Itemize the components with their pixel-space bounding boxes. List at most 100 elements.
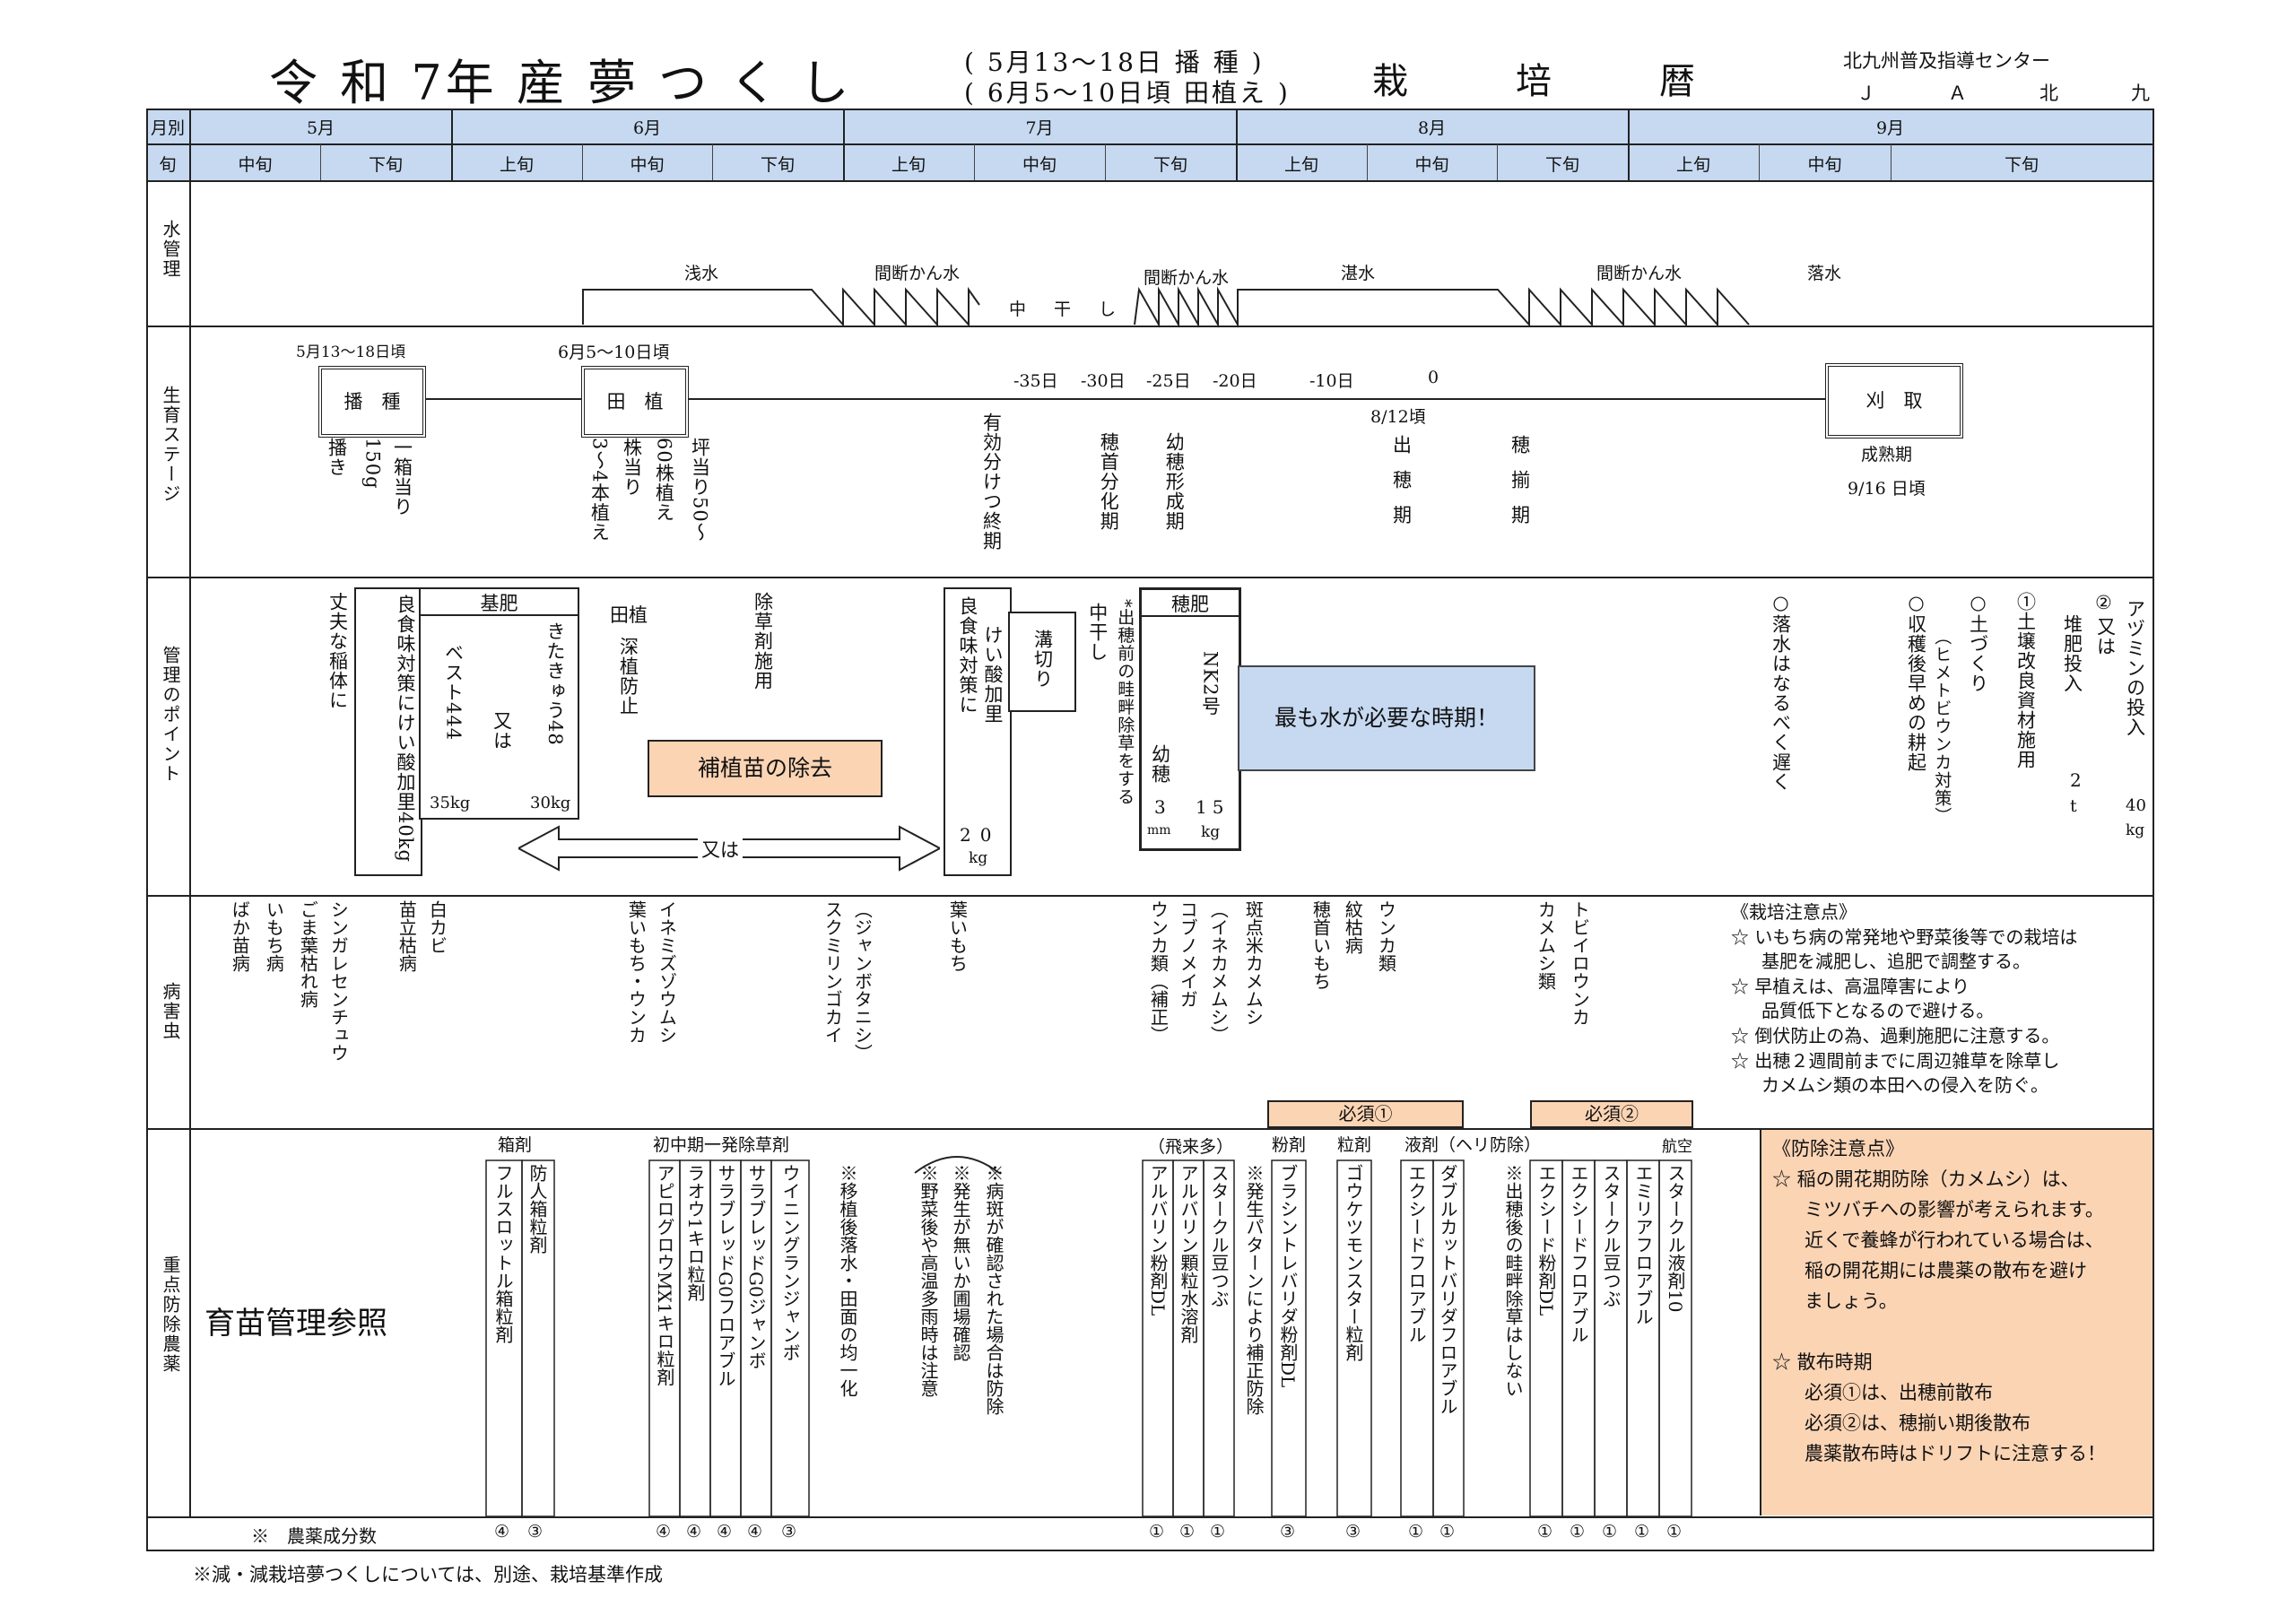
harvest-stage-label: 刈 取: [1866, 390, 1923, 412]
planting-note-d: 坪当り50～: [689, 438, 711, 543]
water-level-diagram: [582, 286, 1750, 328]
control-note-4: 稲の開花期には農薬の散布を避け: [1805, 1260, 2087, 1282]
control-note-10: 農薬散布時はドリフトに注意する！: [1805, 1443, 2106, 1465]
base-fertilizer-b: ベスト444: [442, 643, 465, 742]
chem-starkle-mametsubu-2: スタークル豆つぶ: [1600, 1164, 1622, 1307]
herbicide-application: 除草剤施用: [752, 592, 774, 690]
note-no-levee-weeding: ※出穂後の畦畔除草はしない: [1502, 1164, 1524, 1397]
cultivation-notes-title: 《栽培注意点》: [1731, 901, 1857, 923]
pest-seedling-blight: 苗立枯病: [396, 900, 418, 972]
or-label: 又は: [698, 836, 743, 863]
decade-7-early: 上旬: [891, 155, 926, 175]
full-heading-stage: 穂揃期: [1509, 435, 1531, 540]
pest-white-mold: 白カビ: [426, 900, 448, 954]
pest-brown-planthopper: トビイロウンカ: [1569, 900, 1591, 1026]
soil-option-2-or: 又は: [2094, 617, 2117, 656]
countdown-30: -30日: [1081, 371, 1126, 391]
countdown-20: -20日: [1213, 371, 1257, 391]
aerial-note: （飛来多）: [1148, 1137, 1234, 1157]
pest-neck-blast: 穂首いもち: [1309, 900, 1332, 990]
cultivation-note-3: ☆ 倒伏防止の為、過剰施肥に注意する。: [1731, 1024, 2060, 1046]
countdown-25: -25日: [1146, 371, 1191, 391]
maturity-label: 成熟期: [1861, 445, 1913, 465]
base-fertilizer-or: 又は: [491, 711, 513, 751]
cultivation-note-1: ☆ いもち病の常発地や野菜後等での栽培は: [1731, 925, 2078, 948]
top-dressing-box: 穂肥 NK2号 幼穂 3 mm 15 kg: [1139, 587, 1241, 851]
decade-5-mid: 中旬: [238, 155, 273, 175]
note-vegetable-caution: ※野菜後や高温多雨時は注意: [918, 1164, 939, 1397]
ingredient-mark: ④: [656, 1522, 672, 1541]
sowing-stage-label: 播 種: [344, 391, 401, 413]
ingredient-mark: ①: [1408, 1522, 1424, 1541]
organization-ja: Ｊ Ａ 北 九: [1857, 83, 2177, 104]
control-note-1: ☆ 稲の開花期防除（カメムシ）は、: [1772, 1168, 2080, 1191]
trench-label: 溝切り: [1031, 630, 1054, 689]
ingredient-mark: ①: [1439, 1522, 1456, 1541]
countdown-0: 0: [1428, 368, 1439, 387]
decade-9-early: 上旬: [1675, 155, 1710, 175]
pest-bakanae: ばか苗病: [229, 900, 251, 972]
ingredient-mark: ①: [1634, 1522, 1650, 1541]
ingredient-mark: ③: [1345, 1522, 1361, 1541]
decade-6-mid: 中旬: [630, 155, 665, 175]
heading-stage: 出穂期: [1390, 435, 1413, 540]
pest-jumbo-snail: （ジャンボタニシ）: [851, 900, 874, 1062]
cultivation-note-4: ☆ 出穂２週間前までに周辺雑草を除草し: [1731, 1049, 2060, 1072]
deep-planting-prevention: 深植防止: [617, 637, 639, 716]
effective-tiller-stage: 有効分けつ終期: [980, 413, 1003, 551]
soil-option-2: ②: [2095, 592, 2112, 613]
midseason-drainage-point: 中干し: [1086, 603, 1109, 662]
required-2-badge: 必須②: [1530, 1100, 1693, 1128]
chem-starkle-liquid: スタークル液剤10: [1665, 1164, 1686, 1313]
note-correction-control: ※発生パターンにより補正防除: [1243, 1164, 1265, 1415]
pest-leaf-folder: コブノメイガ: [1177, 900, 1199, 1008]
top-dressing-title: 穂肥: [1142, 590, 1239, 617]
compost-amount: 2: [2070, 769, 2082, 791]
sowing-period: ( 5月13～18日 播 種 ): [964, 48, 1265, 77]
cultivation-notes: 《栽培注意点》 ☆ いもち病の常発地や野菜後等での栽培は 基肥を減肥し、追肥で調…: [1731, 900, 2077, 1099]
box-agent-label: 箱剤: [498, 1135, 533, 1155]
water-flood: 湛水: [1341, 264, 1376, 283]
ingredient-mark: ④: [494, 1522, 510, 1541]
chem-exceed-flowable-1: エクシードフロアブル: [1405, 1164, 1427, 1343]
base-fertilizer-a: きたきゅう48: [544, 621, 566, 746]
base-fertilizer-box: 基肥 きたきゅう48 又は ベスト444 35kg 30kg: [419, 587, 579, 820]
early-plow-sub: （ヒメトビウンカ対策）: [1932, 628, 1952, 825]
top-dressing-mm: 3: [1154, 796, 1166, 818]
pest-rice-water-weevil: イネミズゾウムシ: [656, 900, 678, 1044]
pest-leaf-blast-planthopper: 葉いもち・ウンカ: [625, 900, 648, 1044]
nursery-reference: 育苗管理参照: [204, 1306, 387, 1342]
organization-center: 北九州普及指導センター: [1843, 50, 2050, 72]
pest-rice-stink-bug: （イネカメムシ）: [1207, 900, 1230, 1044]
liquid-label: 液剤（ヘリ防除）: [1405, 1135, 1542, 1155]
decade-5-late: 下旬: [368, 155, 403, 175]
pest-leaf-blast: 葉いもち: [946, 900, 969, 972]
planting-note-a: 3～4本植え: [588, 438, 611, 543]
water-intermittent-3: 間断かん水: [1596, 264, 1683, 283]
herbicide-group-label: 初中期一発除草剤: [653, 1135, 790, 1155]
soil-building: ○土づくり: [1967, 592, 1989, 693]
chem-albarin-powder: アルバリン粉剤DL: [1147, 1164, 1169, 1316]
top-dressing-kg-unit: kg: [1201, 823, 1221, 841]
silica-note-1: 良食味対策にけい酸加里40kg: [395, 595, 416, 863]
note-post-transplant: ※移植後落水・田面の均一化: [837, 1164, 858, 1397]
month-july: 7月: [1025, 118, 1054, 138]
ingredient-mark: ①: [1149, 1522, 1165, 1541]
planting-period: ( 6月5～10日頃 田植え ): [964, 78, 1291, 108]
heading-date: 8/12頃: [1370, 407, 1426, 427]
ingredient-mark: ④: [747, 1522, 763, 1541]
ingredient-count-label: ※ 農薬成分数: [251, 1525, 377, 1547]
sowing-date: 5月13～18日頃: [296, 343, 406, 361]
azumin-note: アヅミンの投入: [2124, 599, 2146, 737]
table-frame: [146, 109, 2154, 1551]
planting-point: 田植: [610, 604, 648, 626]
cultivation-note-4b: カメムシ類の本田への侵入を防ぐ。: [1761, 1074, 2048, 1097]
top-dressing-kg: 15: [1196, 796, 1230, 818]
planting-note-c: 60株植え: [653, 438, 675, 523]
silica-box-1: 良食味対策にけい酸加里40kg: [354, 587, 422, 876]
azumin-unit: kg: [2126, 821, 2145, 839]
base-fertilizer-a-amount: 30kg: [530, 794, 571, 812]
ingredient-mark: ①: [1537, 1522, 1553, 1541]
decade-8-late: 下旬: [1544, 155, 1579, 175]
planting-stage-box: 田 植: [581, 366, 689, 438]
